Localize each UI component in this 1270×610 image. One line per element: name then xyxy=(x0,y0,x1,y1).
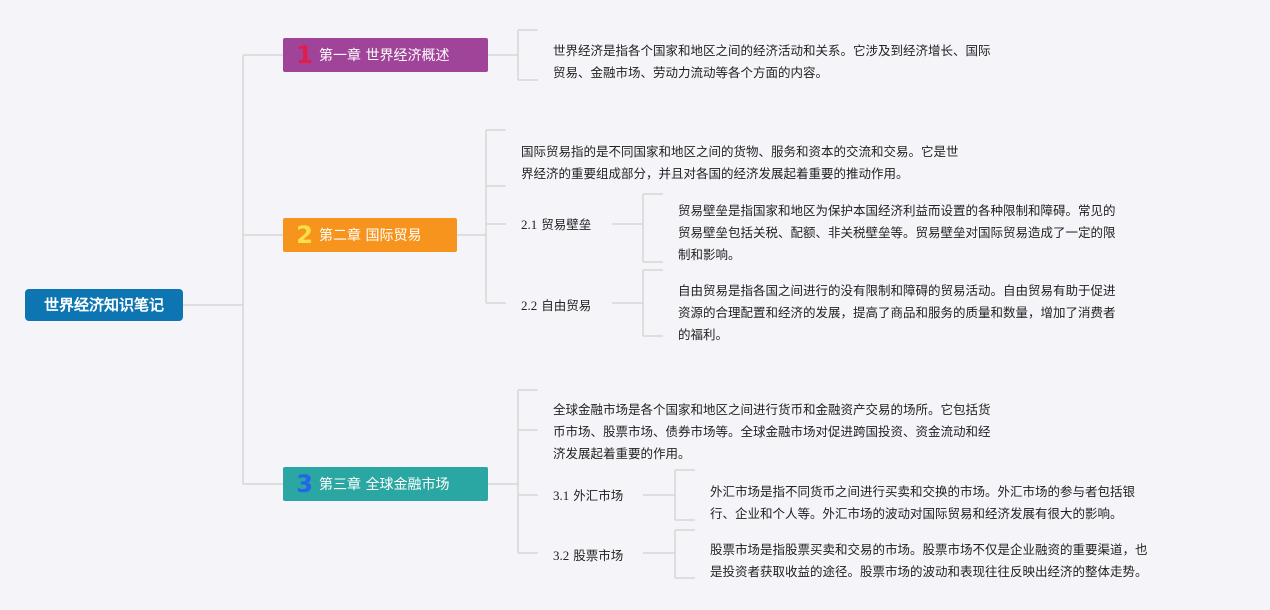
section-2-1-number: 2.1 xyxy=(521,217,538,232)
text-line: 外汇市场是指不同货币之间进行买卖和交换的市场。外汇市场的参与者包括银 xyxy=(710,484,1136,499)
ch2-s1-connector xyxy=(612,193,663,263)
section-3-1-description: 外汇市场是指不同货币之间进行买卖和交换的市场。外汇市场的参与者包括银 行、企业和… xyxy=(710,481,1135,525)
chapter-3-number: 3 xyxy=(296,470,313,498)
ch1-connector xyxy=(488,29,538,81)
section-2-2-description: 自由贸易是指各国之间进行的没有限制和障碍的贸易活动。自由贸易有助于促进 资源的合… xyxy=(678,280,1116,346)
root-connector xyxy=(183,54,283,485)
text-line: 贸易壁垒包括关税、配额、非关税壁垒等。贸易壁垒对国际贸易造成了一定的限 xyxy=(678,225,1116,240)
text-line: 的福利。 xyxy=(678,327,729,342)
text-line: 世界经济是指各个国家和地区之间的经济活动和关系。它涉及到经济增长、国际 xyxy=(553,43,991,58)
text-line: 全球金融市场是各个国家和地区之间进行货币和金融资产交易的场所。它包括货 xyxy=(553,402,991,417)
section-2-2-node[interactable]: 2.2 自由贸易 xyxy=(521,296,591,316)
text-line: 资源的合理配置和经济的发展，提高了商品和服务的质量和数量，增加了消费者 xyxy=(678,305,1116,320)
chapter-2-title: 第二章 国际贸易 xyxy=(319,228,422,244)
text-line: 界经济的重要组成部分，并且对各国的经济发展起着重要的推动作用。 xyxy=(521,166,909,181)
chapter-1-title: 第一章 世界经济概述 xyxy=(319,48,450,64)
chapter-2-number: 2 xyxy=(296,221,313,249)
chapter-1-description: 世界经济是指各个国家和地区之间的经济活动和关系。它涉及到经济增长、国际 贸易、金… xyxy=(553,40,991,84)
text-line: 股票市场是指股票买卖和交易的市场。股票市场不仅是企业融资的重要渠道，也 xyxy=(710,542,1148,557)
ch2-s2-connector xyxy=(612,269,663,337)
text-line: 行、企业和个人等。外汇市场的波动对国际贸易和经济发展有很大的影响。 xyxy=(710,506,1123,521)
section-2-1-title: 贸易壁垒 xyxy=(541,217,592,232)
chapter-3-description: 全球金融市场是各个国家和地区之间进行货币和金融资产交易的场所。它包括货 币市场、… xyxy=(553,399,991,465)
text-line: 济发展起着重要的作用。 xyxy=(553,446,691,461)
section-3-2-number: 3.2 xyxy=(553,548,570,563)
section-3-1-node[interactable]: 3.1 外汇市场 xyxy=(553,486,623,506)
root-node[interactable]: 世界经济知识笔记 xyxy=(25,289,183,321)
text-line: 币市场、股票市场、债券市场等。全球金融市场对促进跨国投资、资金流动和经 xyxy=(553,424,991,439)
chapter-2-description: 国际贸易指的是不同国家和地区之间的货物、服务和资本的交流和交易。它是世 界经济的… xyxy=(521,141,959,185)
text-line: 自由贸易是指各国之间进行的没有限制和障碍的贸易活动。自由贸易有助于促进 xyxy=(678,283,1116,298)
text-line: 制和影响。 xyxy=(678,247,741,262)
text-line: 是投资者获取收益的途径。股票市场的波动和表现往往反映出经济的整体走势。 xyxy=(710,564,1148,579)
text-line: 国际贸易指的是不同国家和地区之间的货物、服务和资本的交流和交易。它是世 xyxy=(521,144,959,159)
section-3-2-title: 股票市场 xyxy=(573,548,624,563)
ch3-connector xyxy=(488,389,538,554)
chapter-2-node[interactable]: 2 第二章 国际贸易 xyxy=(283,218,457,252)
text-line: 贸易、金融市场、劳动力流动等各个方面的内容。 xyxy=(553,65,829,80)
section-2-1-description: 贸易壁垒是指国家和地区为保护本国经济利益而设置的各种限制和障碍。常见的 贸易壁垒… xyxy=(678,200,1116,266)
text-line: 贸易壁垒是指国家和地区为保护本国经济利益而设置的各种限制和障碍。常见的 xyxy=(678,203,1116,218)
section-3-2-description: 股票市场是指股票买卖和交易的市场。股票市场不仅是企业融资的重要渠道，也 是投资者… xyxy=(710,539,1148,583)
section-2-2-number: 2.2 xyxy=(521,298,538,313)
chapter-3-title: 第三章 全球金融市场 xyxy=(319,477,450,493)
chapter-1-node[interactable]: 1 第一章 世界经济概述 xyxy=(283,38,488,72)
chapter-3-node[interactable]: 3 第三章 全球金融市场 xyxy=(283,467,488,501)
chapter-1-number: 1 xyxy=(296,41,313,69)
section-2-1-node[interactable]: 2.1 贸易壁垒 xyxy=(521,215,591,235)
section-3-1-number: 3.1 xyxy=(553,488,570,503)
ch2-connector xyxy=(457,129,506,304)
ch3-s1-connector xyxy=(643,469,695,521)
section-2-2-title: 自由贸易 xyxy=(541,298,592,313)
section-3-1-title: 外汇市场 xyxy=(573,488,624,503)
section-3-2-node[interactable]: 3.2 股票市场 xyxy=(553,546,623,566)
ch3-s2-connector xyxy=(643,529,695,579)
